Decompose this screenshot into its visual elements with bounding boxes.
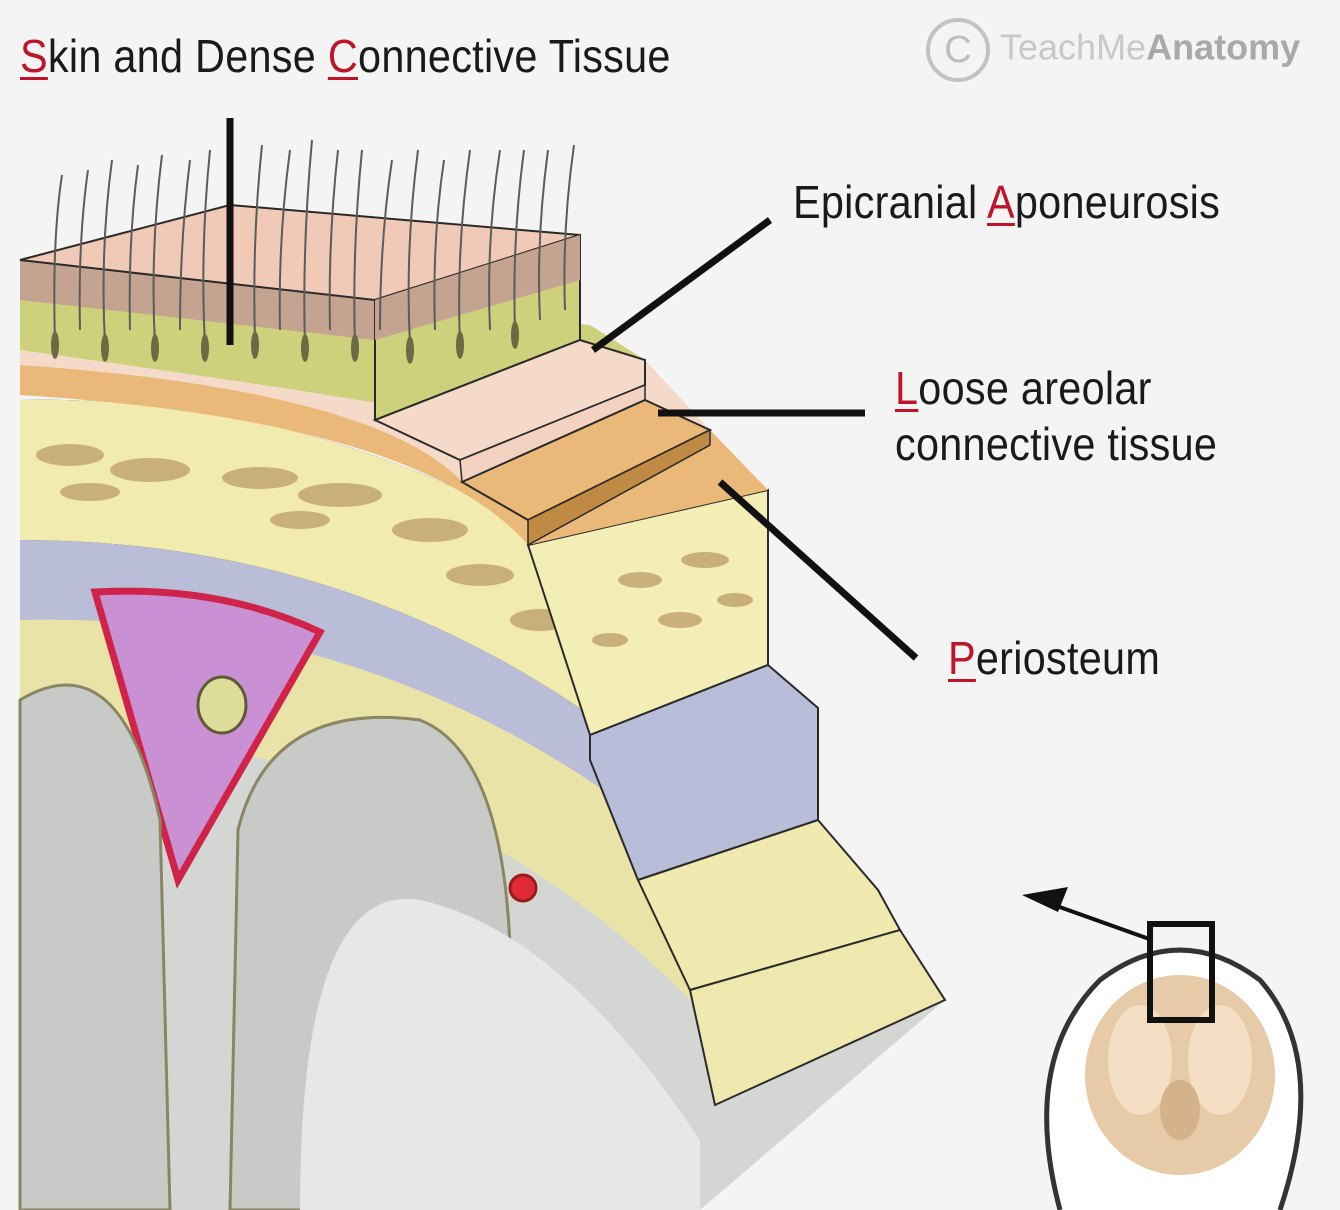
label-loose-line1: oose areolar (918, 362, 1152, 414)
hair-follicles (51, 321, 519, 364)
arachnoid-granulation (196, 675, 248, 735)
label-periosteum-rest: eriosteum (975, 632, 1161, 684)
key-letter-c: C (327, 30, 359, 82)
watermark-anatomy: Anatomy (1146, 26, 1301, 68)
periosteum-leader-line (717, 479, 919, 661)
label-skin-text: kin and Dense (47, 30, 328, 82)
aponeurosis-leader-line (590, 217, 773, 353)
superior-sagittal-sinus (90, 587, 325, 889)
key-letter-l: L (895, 362, 919, 414)
cortex-block-step (688, 928, 947, 1107)
lower-block-step (636, 818, 902, 992)
diploe-spaces (36, 444, 676, 721)
label-skin-dense-connective-tissue: Skin and Dense Connective Tissue (20, 28, 671, 84)
label-aponeurosis-prefix: Epicranial (793, 176, 987, 228)
label-loose-line2: connective tissue (895, 418, 1218, 471)
loose-areolar-block-front (527, 428, 711, 547)
key-letter-s: S (20, 30, 48, 82)
watermark-teachme: TeachMe (1000, 26, 1147, 68)
label-periosteum: Periosteum (948, 630, 1160, 686)
head-inset-thumbnail (1022, 887, 1304, 1210)
label-epicranial-aponeurosis: Epicranial Aponeurosis (793, 174, 1220, 230)
cortical-vessel (508, 873, 538, 903)
hair-strands (53, 139, 575, 346)
inner-brain-light (300, 898, 700, 1210)
gyrus-left (18, 683, 172, 1210)
skin-block-dermis (375, 235, 580, 340)
copyright-icon: C (926, 18, 990, 82)
key-letter-p: P (948, 632, 976, 684)
label-loose-areolar-connective-tissue: Loose areolar connective tissue (895, 360, 1217, 472)
key-letter-a: A (986, 176, 1015, 228)
inset-arrow-head (1022, 887, 1068, 912)
label-aponeurosis-rest: poneurosis (1014, 176, 1221, 228)
aponeurosis-block (372, 338, 646, 462)
inset-zoom-box (1147, 921, 1215, 1023)
label-skin-text-rest: onnective Tissue (358, 30, 671, 82)
bone-block-diploe (592, 552, 753, 647)
